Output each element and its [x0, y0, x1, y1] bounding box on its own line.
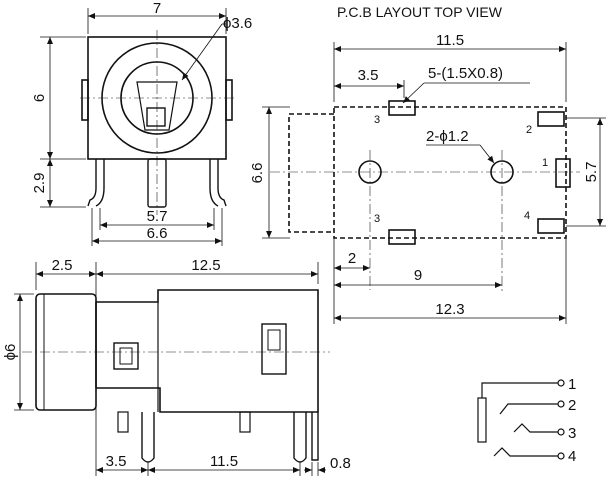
dim-side-pin-thickness: 0.8	[330, 455, 351, 472]
dim-side-front-length: 2.5	[52, 257, 73, 274]
dim-pcb-slot-offset: 3.5	[358, 67, 379, 84]
dim-front-height: 6	[31, 94, 48, 102]
pad-number: 1	[542, 157, 548, 169]
dim-pcb-height-right: 5.7	[583, 162, 600, 183]
pcb-slots-note: 5-(1.5X0.8)	[428, 65, 503, 82]
dim-pcb-height-left: 6.6	[249, 163, 266, 184]
pad-number: 3	[374, 114, 380, 126]
pcb-layout-view	[262, 42, 606, 324]
pad-number: 3	[374, 213, 380, 225]
schematic-pin-label: 1	[568, 376, 576, 393]
pcb-holes-note: 2-ϕ1.2	[426, 128, 469, 145]
dim-pcb-hole-offset: 2	[348, 250, 356, 267]
dim-side-diameter: ϕ6	[2, 344, 19, 361]
dim-side-pin-offset: 3.5	[106, 453, 127, 470]
dim-side-pin-spacing: 11.5	[210, 453, 238, 470]
side-view	[14, 262, 330, 476]
dim-pcb-width: 11.5	[436, 32, 464, 49]
dim-pcb-hole-spacing: 9	[414, 267, 422, 284]
dim-pcb-total-length: 12.3	[435, 301, 464, 318]
pad-number: 2	[526, 124, 532, 136]
dim-leg-height: 2.9	[31, 173, 48, 194]
schematic-pin-label: 4	[568, 448, 576, 465]
jack-schematic	[477, 379, 565, 460]
dim-hole-diameter: ϕ3.6	[223, 15, 252, 32]
schematic-pin-label: 2	[568, 397, 576, 414]
pcb-layout-title: P.C.B LAYOUT TOP VIEW	[337, 4, 503, 20]
schematic-pin-label: 3	[568, 425, 576, 442]
pad-number: 4	[524, 210, 530, 222]
dim-pin-span-outer: 6.6	[147, 225, 168, 242]
dim-side-body-length: 12.5	[191, 257, 220, 274]
front-view	[40, 8, 236, 246]
dim-front-width: 7	[153, 0, 161, 17]
dim-pin-span-inner: 5.7	[147, 208, 168, 225]
